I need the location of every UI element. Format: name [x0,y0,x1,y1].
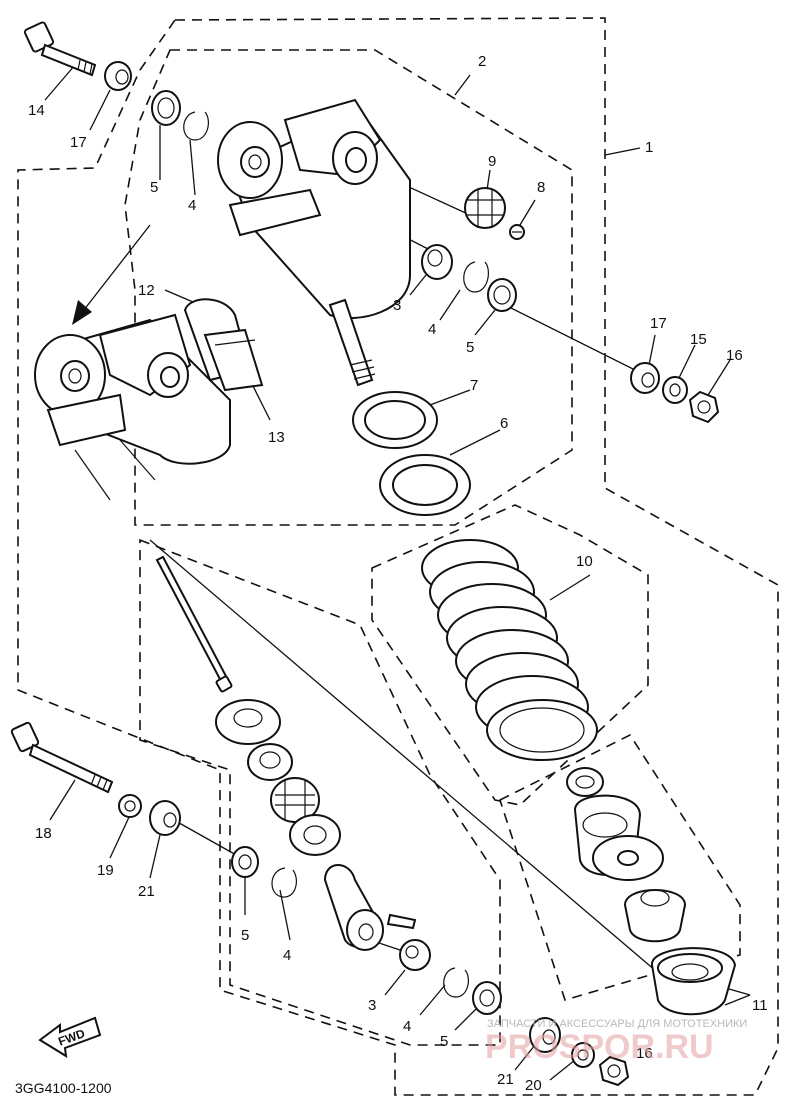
label-12: 12 [138,282,155,299]
lower-group-outline [499,733,741,1001]
watermark-logo: PROSPOR.RU [485,1028,714,1066]
label-4d: 4 [403,1018,411,1035]
label-20: 20 [525,1077,542,1094]
oil-seal-5-lower [472,981,502,1015]
washer-19 [118,794,142,818]
label-13: 13 [268,429,285,446]
adjusting-nut-6 [379,454,471,516]
washer-20 [571,1042,595,1068]
label-8: 8 [537,179,545,196]
circlip-4-lower [443,967,469,998]
label-5c: 5 [241,927,249,944]
reservoir-band-part [183,298,264,392]
circlip-4-upper [183,111,209,141]
label-19: 19 [97,862,114,879]
label-21b: 21 [497,1071,514,1088]
circlip-4-mid [463,261,489,293]
label-16b: 16 [636,1045,653,1062]
circlip-4-lower-left [271,867,297,898]
drawing-code: 3GG4100-1200 [15,1080,112,1096]
leader-lines [44,64,751,1081]
part-labels: 1 2 9 8 14 17 5 4 12 13 3 4 5 17 15 16 7… [28,53,768,1094]
bolt-18 [10,721,114,794]
spring-group-outline [371,504,649,806]
collar-21-left [149,800,181,836]
label-17a: 17 [70,134,87,151]
label-10: 10 [576,553,593,570]
lower-clevis [323,864,417,951]
assembly-2-outline [124,49,573,526]
label-4a: 4 [188,197,196,214]
spring-seat-parts [566,767,687,943]
detail-arrow-icon [72,224,151,325]
spring-10 [421,539,598,761]
label-5a: 5 [150,179,158,196]
bearing-3-lower [399,939,431,971]
watermark: PROSPOR.RU ЗАПЧАСТИ И АКСЕССУАРЫ ДЛЯ МОТ… [485,1018,747,1066]
adjuster-knob-9 [464,187,506,229]
label-14: 14 [28,102,45,119]
shock-body-upper [217,98,411,387]
washer-15 [662,376,688,404]
rod-damper [155,555,233,693]
label-4b: 4 [428,321,436,338]
oil-seal-5-upper [151,90,181,126]
label-1: 1 [645,139,653,156]
assembly-1-outline [17,17,779,1096]
label-2: 2 [478,53,486,70]
label-5d: 5 [440,1033,448,1050]
label-15: 15 [690,331,707,348]
watermark-text: ЗАПЧАСТИ И АКСЕССУАРЫ ДЛЯ МОТОТЕХНИКИ [487,1018,747,1030]
label-21a: 21 [138,883,155,900]
collar-21-lower [529,1017,561,1053]
rod-seal-stack [215,699,341,856]
label-9: 9 [488,153,496,170]
collar-17 [104,61,132,91]
locknut-7 [352,391,438,449]
label-6: 6 [500,415,508,432]
label-3b: 3 [368,997,376,1014]
screw-8 [509,224,525,240]
collar-17-right [630,362,660,394]
label-4c: 4 [283,947,291,964]
bolt-14 [23,21,97,77]
nut-16-lower [598,1055,630,1087]
bearing-3-upper [421,244,453,280]
oil-seal-5-lower-left [231,846,259,878]
shock-body-detail [34,313,231,501]
fwd-arrow-icon: FWD [38,1016,102,1058]
oil-seal-5-mid [487,278,517,312]
label-17b: 17 [650,315,667,332]
label-11: 11 [752,997,768,1014]
label-7: 7 [470,377,478,394]
label-5b: 5 [466,339,474,356]
label-16a: 16 [726,347,743,364]
rod-group-outline [139,538,501,1046]
label-3a: 3 [393,297,401,314]
label-18: 18 [35,825,52,842]
nut-16-right [688,390,720,424]
spring-guide-11 [650,947,737,1016]
